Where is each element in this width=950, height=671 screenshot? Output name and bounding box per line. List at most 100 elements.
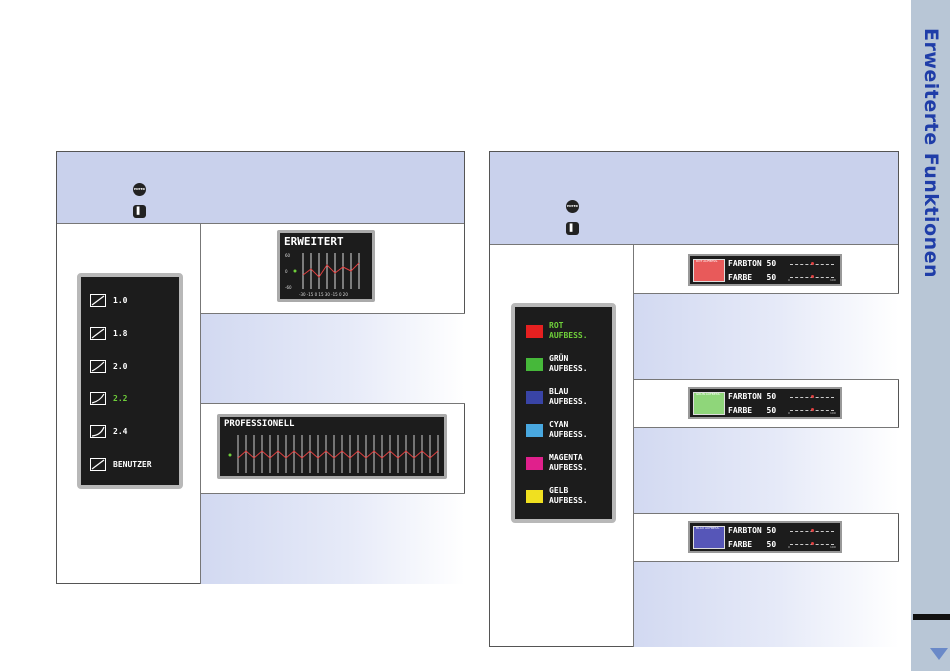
chapter-title-text: Erweiterte Funktionen <box>920 28 942 279</box>
eq-sliders-graphic <box>228 435 439 473</box>
green-swatch <box>526 358 543 371</box>
gamma-curve-icon <box>90 294 106 307</box>
eq-sliders-graphic: 60 0 -60 -30 -15 0 15 30 -15 0 20 <box>285 253 360 297</box>
saturation-small-label: ROT AUFBESS. <box>696 259 718 263</box>
blue-enhance-label: BLAU <box>549 387 569 396</box>
color-label: FARBE 50 <box>728 273 776 282</box>
color-slider-thumb[interactable] <box>811 275 814 278</box>
color-label: FARBE 50 <box>728 540 776 549</box>
magenta-enhance-sub: AUFBESS. <box>549 463 588 472</box>
osd-professional-title: PROFESSIONELL <box>224 419 295 429</box>
red-enhance-label: ROT <box>549 321 564 330</box>
red-swatch <box>526 325 543 338</box>
saturation-small-label: GRÜN AUFBESS. <box>696 392 721 396</box>
color-label: FARBE 50 <box>728 406 776 415</box>
saturation-swatch: BLAU AUFBESS. <box>693 526 725 549</box>
saturation-swatch: GRÜN AUFBESS. <box>693 392 725 415</box>
hue-label: FARBTON 50 <box>728 526 776 535</box>
description-area <box>634 428 899 513</box>
gamma-option-2-4[interactable]: 2.4 <box>113 427 128 436</box>
row-divider <box>633 561 899 562</box>
color-text: FARBE <box>728 406 753 415</box>
description-area <box>201 314 465 403</box>
gamma-curve-icon <box>90 360 106 373</box>
gamma-option-1-8[interactable]: 1.8 <box>113 329 128 338</box>
blue-saturation-osd: BLAU AUFBESS. FARBTON 50 FARBE 50 0 100 <box>688 521 842 553</box>
chapter-title: Erweiterte Funktionen <box>920 28 944 278</box>
gamma-option-2-2[interactable]: 2.2 <box>113 394 128 403</box>
slider-max: 100 <box>830 411 836 415</box>
gamma-option-1-0[interactable]: 1.0 <box>113 296 128 305</box>
osd-professional-screen: PROFESSIONELL <box>217 414 447 479</box>
slider-max: 100 <box>830 278 836 282</box>
row-divider <box>200 313 465 314</box>
gamma-option-benutzer[interactable]: BENUTZER <box>113 460 152 469</box>
description-area <box>634 294 899 379</box>
magenta-swatch <box>526 457 543 470</box>
slider-min: 0 <box>788 411 790 415</box>
osd-advanced-title: ERWEITERT <box>284 235 344 248</box>
row-divider <box>633 379 899 380</box>
enter-key-icon: ENTER <box>133 183 146 196</box>
saturation-swatch: ROT AUFBESS. <box>693 259 725 282</box>
cyan-enhance-label: CYAN <box>549 420 569 429</box>
hue-label: FARBTON 50 <box>728 259 776 268</box>
yellow-swatch <box>526 490 543 503</box>
saturation-small-label: BLAU AUFBESS. <box>696 526 720 530</box>
hue-value: 50 <box>766 392 777 401</box>
slider-min: 0 <box>788 278 790 282</box>
cyan-swatch <box>526 424 543 437</box>
blue-enhance-sub: AUFBESS. <box>549 397 588 406</box>
gamma-curve-icon <box>90 458 106 471</box>
gamma-option-2-0[interactable]: 2.0 <box>113 362 128 371</box>
red-saturation-osd: ROT AUFBESS. FARBTON 50 FARBE 50 0 100 <box>688 254 842 286</box>
exit-key-icon: ▌ <box>566 222 579 235</box>
next-page-arrow-icon[interactable] <box>930 648 948 660</box>
color-slider-thumb[interactable] <box>811 542 814 545</box>
color-text: FARBE <box>728 273 753 282</box>
svg-text:0: 0 <box>285 269 288 274</box>
green-saturation-osd: GRÜN AUFBESS. FARBTON 50 FARBE 50 0 100 <box>688 387 842 419</box>
color-panel-header: ENTER ▌ <box>490 152 898 245</box>
color-value: 50 <box>766 273 777 282</box>
gamma-curve-icon <box>90 327 106 340</box>
green-enhance-label: GRÜN <box>549 354 569 363</box>
gamma-curve-icon <box>90 392 106 405</box>
blue-swatch <box>526 391 543 404</box>
svg-text:-60: -60 <box>285 285 292 290</box>
svg-text:60: 60 <box>285 253 291 258</box>
hue-text: FARBTON <box>728 392 762 401</box>
chapter-sidebar <box>911 0 950 671</box>
gamma-panel-header: ENTER ▌ <box>57 152 464 224</box>
color-text: FARBE <box>728 540 753 549</box>
hue-text: FARBTON <box>728 526 762 535</box>
row-divider <box>200 403 465 404</box>
hue-slider-thumb[interactable] <box>811 395 814 398</box>
hue-slider-thumb[interactable] <box>811 529 814 532</box>
row-divider <box>633 513 899 514</box>
red-enhance-sub: AUFBESS. <box>549 331 588 340</box>
color-slider-thumb[interactable] <box>811 408 814 411</box>
slider-max: 100 <box>830 545 836 549</box>
gamma-menu: 1.0 1.8 2.0 2.2 2.4 BENUTZER <box>77 273 183 489</box>
color-value: 50 <box>766 540 777 549</box>
row-divider <box>633 293 899 294</box>
hue-label: FARBTON 50 <box>728 392 776 401</box>
magenta-enhance-label: MAGENTA <box>549 453 583 462</box>
description-area <box>634 562 899 647</box>
hue-slider-thumb[interactable] <box>811 262 814 265</box>
svg-text:-30 -15 0 15 30 -15 0 20: -30 -15 0 15 30 -15 0 20 <box>299 292 348 297</box>
hue-value: 50 <box>766 259 777 268</box>
hue-text: FARBTON <box>728 259 762 268</box>
yellow-enhance-label: GELB <box>549 486 569 495</box>
exit-key-icon: ▌ <box>133 205 146 218</box>
enter-key-icon: ENTER <box>566 200 579 213</box>
